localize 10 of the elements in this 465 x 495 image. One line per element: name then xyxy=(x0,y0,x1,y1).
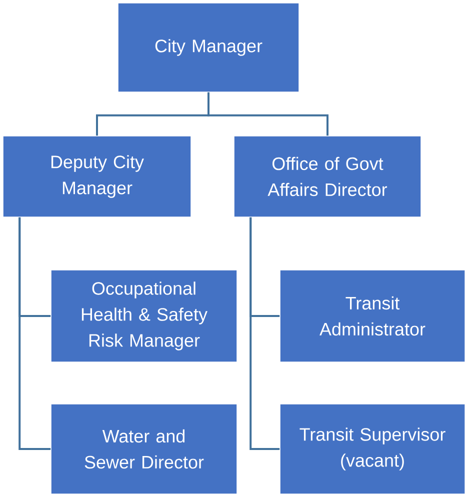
connector xyxy=(18,217,51,450)
connector xyxy=(250,217,280,450)
org-box: Deputy City Manager xyxy=(2,136,192,218)
org-box: Office of Govt Affairs Director xyxy=(234,136,422,218)
org-box: City Manager xyxy=(118,2,300,92)
org-box: Occupational Health & Safety Risk Manager xyxy=(50,270,238,362)
connector xyxy=(208,92,328,136)
org-box: Transit Supervisor (vacant) xyxy=(280,404,465,494)
org-box: Transit Administrator xyxy=(280,270,465,362)
org-box: Water and Sewer Director xyxy=(50,404,238,494)
